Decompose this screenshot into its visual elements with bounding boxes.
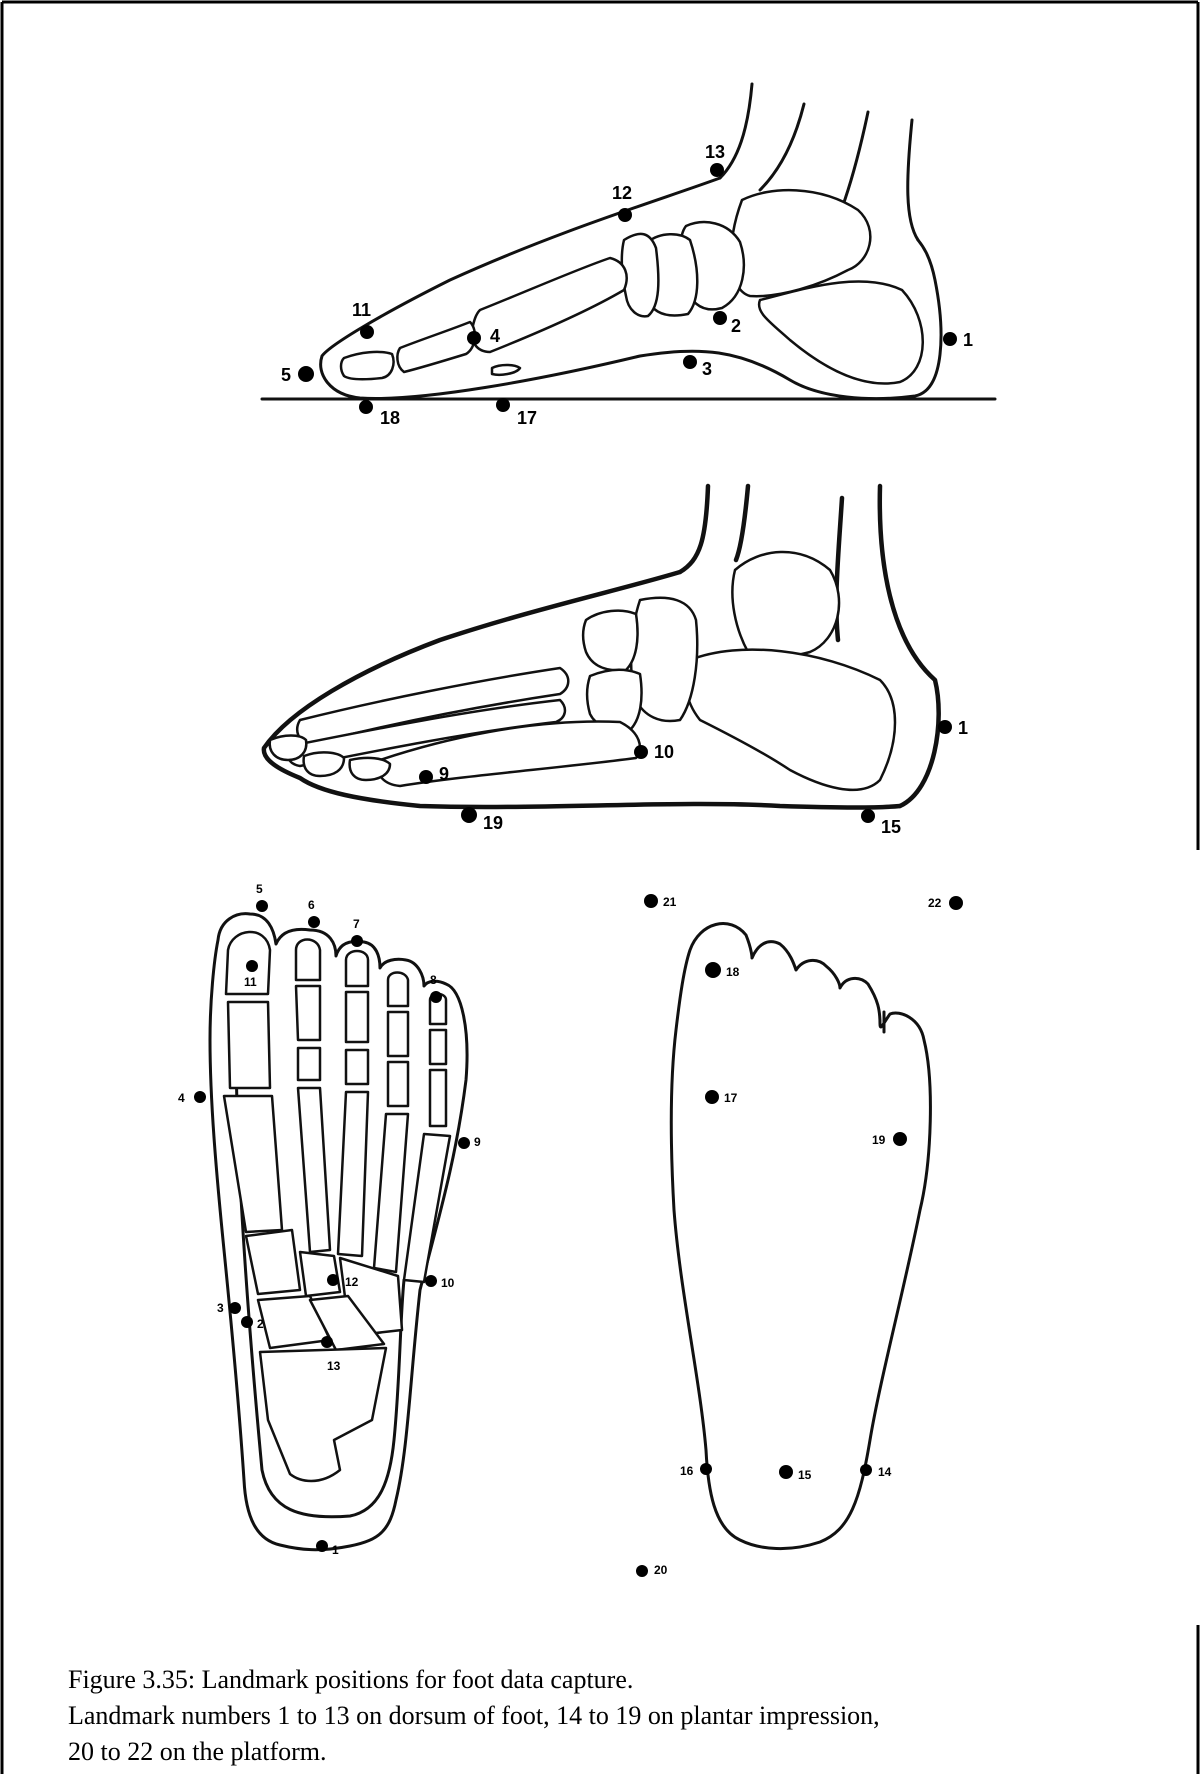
landmark-label: 5 <box>281 365 291 385</box>
dorsal-view-drawing <box>210 914 467 1550</box>
landmark-label: 21 <box>663 895 677 909</box>
landmark-dot <box>618 208 632 222</box>
caption-title: Figure 3.35: Landmark positions for foot… <box>68 1662 1168 1698</box>
landmark-label: 10 <box>654 742 674 762</box>
landmark-label: 4 <box>490 326 500 346</box>
landmark-label: 20 <box>654 1563 668 1577</box>
landmark-label: 22 <box>928 896 942 910</box>
landmark-label: 2 <box>731 316 741 336</box>
landmark-dot <box>943 332 957 346</box>
landmark-dot <box>246 960 258 972</box>
figure-caption: Figure 3.35: Landmark positions for foot… <box>68 1662 1168 1770</box>
landmark-dot <box>458 1137 470 1149</box>
landmark-label: 15 <box>881 817 901 837</box>
landmark-label: 4 <box>178 1091 185 1105</box>
landmark-dot <box>425 1275 437 1287</box>
landmark-label: 7 <box>353 917 360 931</box>
landmark-dot <box>241 1316 253 1328</box>
plantar-view-drawing <box>671 924 930 1549</box>
landmark-dot <box>779 1465 793 1479</box>
landmark-dot <box>636 1565 648 1577</box>
landmark-dot <box>710 163 724 177</box>
landmark-label: 1 <box>963 330 973 350</box>
landmark-dot <box>683 355 697 369</box>
landmark-label: 13 <box>705 142 725 162</box>
landmark-label: 12 <box>345 1275 359 1289</box>
landmark-label: 18 <box>726 965 740 979</box>
landmark-label: 8 <box>430 973 437 987</box>
landmark-dot <box>298 366 314 382</box>
landmark-label: 11 <box>244 975 257 989</box>
landmark-label: 13 <box>327 1359 341 1373</box>
landmark-dot <box>194 1091 206 1103</box>
landmark-dot <box>705 1090 719 1104</box>
landmark-dot <box>359 400 373 414</box>
landmark-label: 2 <box>257 1317 264 1331</box>
landmark-dot <box>713 311 727 325</box>
caption-line: 20 to 22 on the platform. <box>68 1734 1168 1770</box>
landmark-dot <box>700 1463 712 1475</box>
landmark-label: 10 <box>441 1276 455 1290</box>
landmark-label: 3 <box>702 359 712 379</box>
landmark-dot <box>467 331 481 345</box>
landmark-dot <box>351 935 363 947</box>
landmark-label: 9 <box>439 764 449 784</box>
landmark-dot <box>893 1132 907 1146</box>
landmark-dot <box>461 807 477 823</box>
landmark-label: 14 <box>878 1465 892 1479</box>
landmark-dot <box>229 1302 241 1314</box>
landmark-label: 15 <box>798 1468 812 1482</box>
landmark-label: 1 <box>958 718 968 738</box>
landmark-label: 18 <box>380 408 400 428</box>
landmark-dot <box>327 1274 339 1286</box>
landmark-label: 1 <box>332 1543 339 1557</box>
landmark-label: 11 <box>352 300 371 320</box>
landmark-label: 9 <box>474 1135 481 1149</box>
landmark-dot <box>360 325 374 339</box>
landmark-dot <box>316 1540 328 1552</box>
landmark-dot <box>949 896 963 910</box>
medial-view-drawing <box>262 84 995 399</box>
landmark-dot <box>644 894 658 908</box>
landmark-label: 5 <box>256 882 263 896</box>
landmark-label: 19 <box>483 813 503 833</box>
landmark-label: 16 <box>680 1464 694 1478</box>
landmark-dot <box>430 991 442 1003</box>
landmark-dot <box>419 770 433 784</box>
landmark-dot <box>321 1336 333 1348</box>
landmark-label: 3 <box>217 1301 224 1315</box>
landmark-label: 17 <box>724 1091 738 1105</box>
landmark-dot <box>705 962 721 978</box>
landmark-label: 12 <box>612 183 632 203</box>
landmark-dot <box>308 916 320 928</box>
landmark-dot <box>860 1464 872 1476</box>
landmark-label: 19 <box>872 1133 886 1147</box>
landmark-dot <box>634 745 648 759</box>
landmark-dot <box>861 809 875 823</box>
lateral-view-drawing <box>264 486 939 808</box>
landmark-dot <box>256 900 268 912</box>
landmark-dot <box>496 398 510 412</box>
landmark-label: 17 <box>517 408 537 428</box>
landmark-label: 6 <box>308 898 315 912</box>
landmark-dot <box>938 720 952 734</box>
caption-line: Landmark numbers 1 to 13 on dorsum of fo… <box>68 1698 1168 1734</box>
